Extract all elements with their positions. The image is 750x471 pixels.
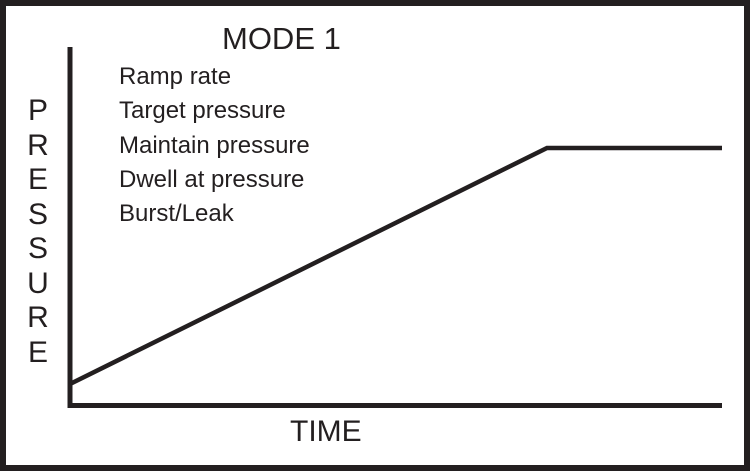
y-axis-letter: E <box>27 335 48 369</box>
step-dwell-at-pressure: Dwell at pressure <box>119 165 305 193</box>
step-ramp-rate: Ramp rate <box>119 63 232 90</box>
mode-title: MODE 1 <box>222 21 341 56</box>
y-axis-letter: R <box>27 301 49 334</box>
y-axis-letter: E <box>27 163 48 196</box>
mode-steps-list: Ramp rate Target pressure Maintain press… <box>119 60 310 231</box>
step-target-pressure: Target pressure <box>119 97 286 125</box>
step-burst-leak: Burst/Leak <box>119 200 234 228</box>
x-axis-label: TIME <box>290 415 362 448</box>
y-axis-letter: U <box>27 266 49 300</box>
y-axis-letter: S <box>27 232 48 265</box>
y-axis-letter: P <box>27 94 48 127</box>
step-maintain-pressure: Maintain pressure <box>119 131 310 159</box>
y-axis-label: P R E S S U R E <box>26 94 50 370</box>
y-axis-letter: S <box>27 197 48 231</box>
y-axis-letter: R <box>27 128 49 162</box>
pressure-ramp-hold-line <box>69 145 722 387</box>
